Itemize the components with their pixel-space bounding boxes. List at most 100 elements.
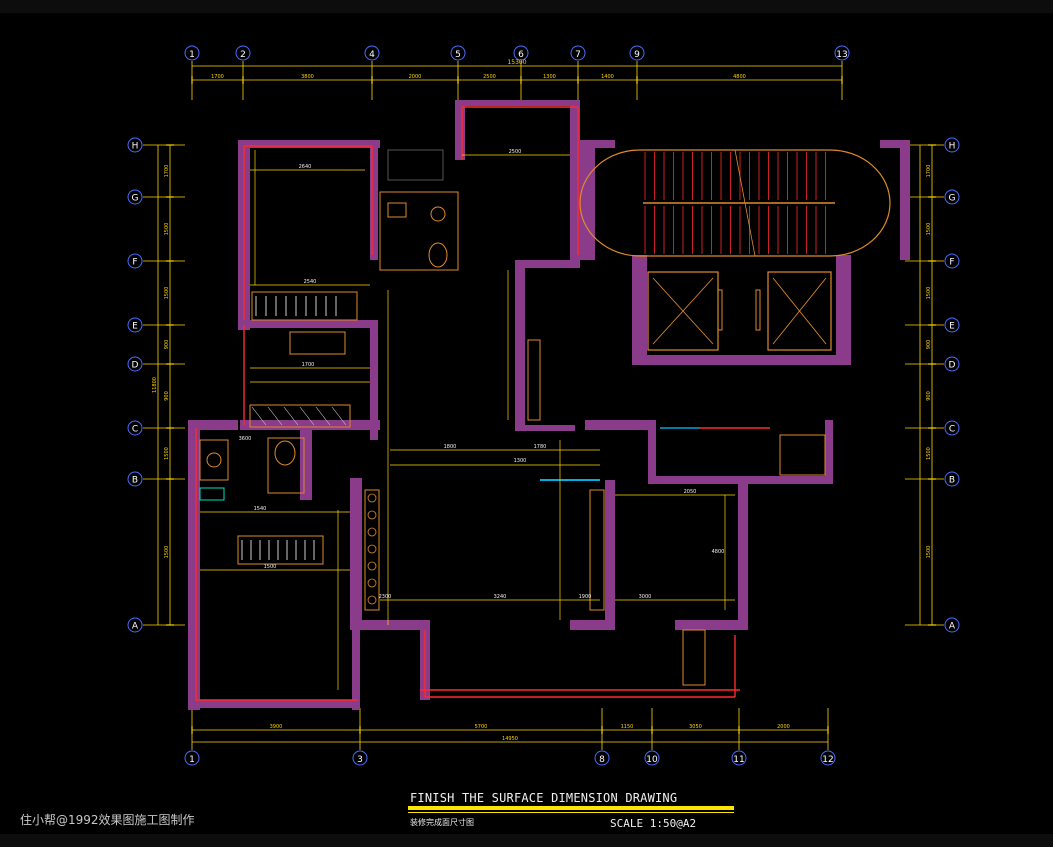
wall-segment xyxy=(585,420,655,430)
cabinet-cross xyxy=(267,406,283,426)
cabinet-run xyxy=(249,404,351,428)
side-segment-dim-text: 1500 xyxy=(926,546,932,559)
grid-bubble-row xyxy=(127,356,143,372)
grid-bubble-row xyxy=(127,189,143,205)
grid-bubble-top xyxy=(834,45,850,61)
wall-segment xyxy=(570,620,610,630)
wall-segment xyxy=(350,478,362,628)
side-segment-dim-text: 1500 xyxy=(926,223,932,236)
interior-dim-text: 2640 xyxy=(299,164,312,170)
interior-dim-text: 2050 xyxy=(684,489,697,495)
wall-segment xyxy=(515,260,580,268)
top-total-dim-text: 15300 xyxy=(507,59,526,66)
wall-segment xyxy=(515,260,525,430)
cabinet-cross xyxy=(299,406,315,426)
title-underline-line xyxy=(408,812,734,813)
interior-dim-text: 3240 xyxy=(494,594,507,600)
elevator-cross xyxy=(652,277,714,345)
side-segment-dim-text: 1700 xyxy=(926,165,932,178)
grid-label-row: F xyxy=(949,258,954,268)
top-segment-dim-text: 4800 xyxy=(733,74,746,80)
grid-label-row: E xyxy=(132,322,138,332)
grid-label-row: D xyxy=(132,361,139,371)
grid-label-row: H xyxy=(949,142,956,152)
grid-bubble-row xyxy=(127,253,143,269)
elevator-shaft-right xyxy=(767,271,832,351)
wall-segment xyxy=(675,620,745,630)
wall-segment xyxy=(632,355,851,365)
side-segment-dim-text: 900 xyxy=(164,391,170,401)
grid-bubble-top xyxy=(570,45,586,61)
cabinet-knob xyxy=(367,595,377,605)
grid-bubble-row xyxy=(127,617,143,633)
grid-bubble-bottom xyxy=(731,750,747,766)
wall-segment xyxy=(370,320,378,440)
cabinet-knob xyxy=(367,544,377,554)
elevator-door-mark xyxy=(755,289,761,331)
balcony-appliance xyxy=(779,434,826,476)
wall-segment xyxy=(188,420,238,430)
interior-dim-text: 2500 xyxy=(509,149,522,155)
grid-label-row: B xyxy=(949,476,955,486)
grid-label-row: H xyxy=(132,142,139,152)
bottom-total-dim-text: 14950 xyxy=(502,736,518,742)
interior-dim-text: 1540 xyxy=(254,506,267,512)
grid-bubble-row xyxy=(944,471,960,487)
bottom-segment-dim-text: 2000 xyxy=(777,724,790,730)
cabinet-knob xyxy=(367,561,377,571)
wall-segment xyxy=(900,140,910,260)
cabinet-knob xyxy=(367,493,377,503)
top-segment-dim-text: 2000 xyxy=(409,74,422,80)
side-segment-dim-text: 900 xyxy=(164,340,170,350)
bathroom2-outline xyxy=(267,437,305,494)
interior-dim-text: 2540 xyxy=(304,279,317,285)
balcony-cabinet xyxy=(682,629,706,686)
grid-label-top: 13 xyxy=(836,50,847,60)
bottom-segment-dim-text: 1150 xyxy=(621,724,634,730)
grid-bubble-bottom xyxy=(184,750,200,766)
shower-outline xyxy=(387,149,444,181)
drawing-scale: SCALE 1:50@A2 xyxy=(610,817,697,830)
wall-segment xyxy=(738,480,748,630)
wall-segment xyxy=(455,100,580,106)
wall-segment xyxy=(300,430,312,500)
grid-label-top: 6 xyxy=(518,50,524,60)
grid-label-row: A xyxy=(132,622,139,632)
wall-segment xyxy=(238,140,378,148)
grid-bubble-row xyxy=(944,189,960,205)
grid-bubble-bottom xyxy=(644,750,660,766)
grid-bubble-row xyxy=(944,617,960,633)
interior-dim-text: 1800 xyxy=(444,444,457,450)
cabinet-cross xyxy=(331,406,347,426)
top-segment-dim-text: 1700 xyxy=(211,74,224,80)
grid-label-row: C xyxy=(132,425,138,435)
wall-segment xyxy=(370,140,378,260)
cabinet-cross xyxy=(315,406,331,426)
grid-label-bottom: 3 xyxy=(357,755,363,765)
grid-bubble-row xyxy=(127,137,143,153)
grid-label-top: 1 xyxy=(189,50,195,60)
bottom-segment-dim-text: 3900 xyxy=(270,724,283,730)
bottom-frame-band xyxy=(0,834,1053,847)
wall-segment xyxy=(648,420,656,482)
side-segment-dim-text: 900 xyxy=(926,391,932,401)
grid-label-bottom: 1 xyxy=(189,755,195,765)
grid-label-row: G xyxy=(132,194,139,204)
interior-dim-text: 1900 xyxy=(579,594,592,600)
fixture-layer xyxy=(199,149,891,686)
elevator-door-mark xyxy=(717,289,723,331)
grid-label-bottom: 8 xyxy=(599,755,605,765)
cabinet-cross xyxy=(251,406,267,426)
washer-drum-icon xyxy=(206,452,222,468)
wall-segment xyxy=(238,320,378,328)
drawing-subtitle: 装修完成面尺寸图 xyxy=(410,818,474,827)
grid-label-bottom: 10 xyxy=(646,755,658,765)
top-segment-dim-text: 3800 xyxy=(301,74,314,80)
stair-arrow-line xyxy=(734,149,756,257)
interior-dim-text: 1780 xyxy=(534,444,547,450)
wardrobe-outline xyxy=(237,535,324,565)
side-segment-dim-text: 1500 xyxy=(164,287,170,300)
shelf-unit xyxy=(527,339,541,421)
